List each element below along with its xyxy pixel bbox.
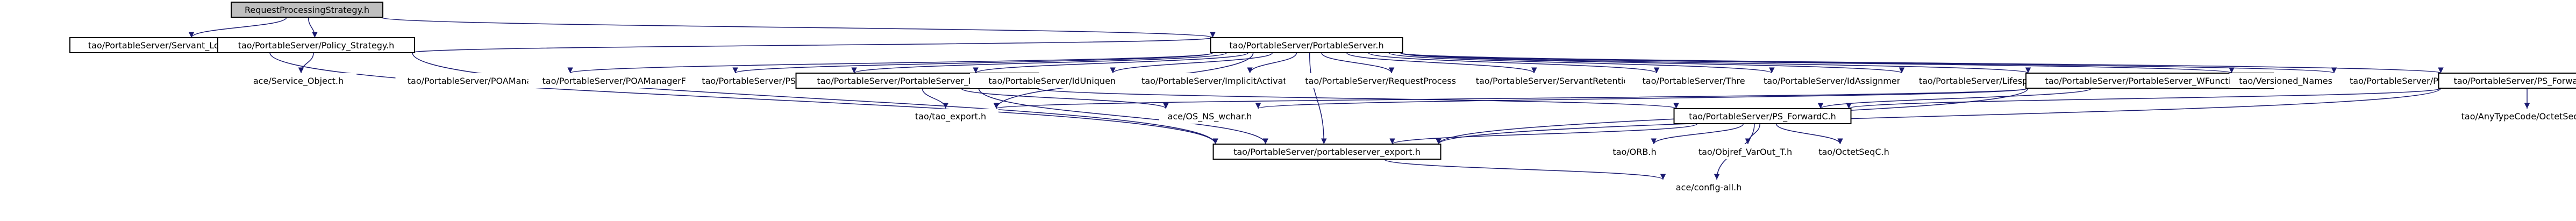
node-box (2451, 109, 2576, 124)
edge-portableserver-to-poamanagerc (567, 52, 1214, 74)
node-config-all[interactable]: ace/config-all.h (1661, 180, 1757, 195)
node-orb[interactable]: tao/ORB.h (1604, 144, 1665, 159)
edge-policy-strategy-to-portableserver-export (412, 52, 1218, 145)
node-label: ace/config-all.h (1676, 182, 1742, 193)
node-label: ace/OS_NS_wchar.h (1168, 111, 1252, 122)
node-box (231, 2, 383, 18)
edge-policy-strategy-to-portableserver (412, 37, 1215, 53)
node-ps-forwarda[interactable]: tao/PortableServer/PS_ForwardA.h (2438, 73, 2576, 89)
node-label: tao/PortableServer/portableserver_export… (1233, 147, 1421, 158)
edge-portableserver-to-requestprocessing (1321, 52, 1395, 74)
node-label: tao/ORB.h (1612, 147, 1656, 157)
edge-portableserver-to-poamanagerfactoryc (732, 52, 1214, 74)
edge-portableserver-to-versioned-namespace (1400, 52, 2234, 74)
node-anytypecode[interactable]: tao/AnyTypeCode/OctetSeqA.h (2451, 109, 2576, 124)
node-label: tao/tao_export.h (915, 111, 986, 122)
edge-portableserver-to-ps-currentc (851, 52, 1228, 74)
edge-portableserver-to-servantretention (1346, 52, 1537, 74)
edge-ps-forwardc-to-orb (1651, 123, 1744, 145)
node-service-object[interactable]: ace/Service_Object.h (240, 73, 356, 88)
node-label: tao/PortableServer/PS_ForwardC.h (1689, 111, 1836, 122)
node-label: tao/PortableServer/POAManagerFactoryC.h (543, 76, 727, 86)
edge-ps-forwarda-to-ps-forwardc (1846, 88, 2442, 109)
node-octetseqc[interactable]: tao/OctetSeqC.h (1808, 144, 1900, 159)
edge-ps-forwardc-to-octetseqc (1775, 123, 1843, 145)
node-layer: RequestProcessingStrategy.h tao/PortableS… (69, 2, 2576, 195)
node-label: tao/PortableServer/PortableServer_WFunct… (2045, 76, 2254, 87)
node-label: tao/PortableServer/POAManagerC.h (408, 76, 561, 86)
node-label: tao/AnyTypeCode/OctetSeqA.h (2461, 111, 2576, 122)
edge-portableserver-to-implicitactivation (1247, 52, 1297, 74)
edge-portableserver-export-to-config-all (1383, 159, 1666, 180)
node-label: tao/PortableServer/IdAssignmentPolicyA.h (1764, 76, 1944, 86)
edge-portableserver-to-portableserverc (1400, 52, 2337, 74)
edge-portableserver-to-lifespan (1400, 52, 1904, 74)
node-label: tao/PortableServer/ServantRetentionPolic… (1476, 76, 1673, 86)
node-label: tao/Versioned_Namespace.h (2239, 76, 2361, 87)
edge-portableserver-functions-to-ace-os-ns-wchar (960, 88, 1169, 109)
node-box (1212, 144, 1442, 160)
node-tao-taoexport-main[interactable]: tao/tao_export.h (903, 109, 998, 124)
node-box (240, 73, 356, 88)
node-box (903, 109, 998, 124)
node-box (2438, 73, 2576, 89)
edge-root-to-servant-location (188, 17, 287, 38)
edge-portableserver-functions-to-tao-taoexport-main (922, 88, 948, 109)
node-ace-os-ns-wchar[interactable]: ace/OS_NS_wchar.h (1159, 109, 1260, 124)
edge-root-to-portableserver (380, 17, 1215, 38)
node-box (217, 37, 415, 53)
edge-portableserver-functions-to-ps-forwardc (1036, 88, 1679, 109)
edge-ps-forwarda-to-portableserver-export (1436, 88, 2442, 145)
edge-portableserver-to-portableserver-functions (973, 52, 1249, 74)
node-label: tao/PortableServer/Policy_Strategy.h (238, 40, 395, 51)
node-label: tao/PortableServer/PortableServer.h (1229, 40, 1383, 51)
node-label: RequestProcessingStrategy.h (245, 5, 369, 15)
node-label: tao/PortableServer/Servant_Location.h (88, 40, 254, 51)
edge-layer (188, 17, 2530, 180)
edge-portableserver-to-idassignment (1388, 52, 1775, 74)
node-box (1673, 108, 1852, 124)
edge-portableserver-to-portableserver-export (1309, 52, 1327, 145)
edge-wfunctions-to-ps-forwardc (1818, 88, 2092, 109)
node-label: ace/Service_Object.h (253, 76, 344, 87)
edge-portableserver-to-iduniqueness (1110, 52, 1273, 74)
node-label: tao/OctetSeqC.h (1818, 147, 1889, 157)
node-box (1159, 109, 1260, 124)
edge-root-to-policy-strategy (308, 17, 318, 38)
node-label: tao/PortableServer/PortableServer_Functi… (817, 76, 1017, 87)
node-box (1604, 144, 1665, 159)
node-root[interactable]: RequestProcessingStrategy.h (231, 2, 383, 18)
edge-wfunctions-to-tao-taoexport-main (994, 88, 2029, 109)
node-ps-forwardc[interactable]: tao/PortableServer/PS_ForwardC.h (1673, 108, 1852, 124)
edge-portableserver-to-wfunctions (1400, 52, 2031, 74)
edge-policy-strategy-to-service-object (298, 52, 314, 74)
node-portableserver-export[interactable]: tao/PortableServer/portableserver_export… (1212, 144, 1442, 160)
node-label: tao/PortableServer/PS_ForwardA.h (2453, 76, 2576, 87)
node-box (1210, 37, 1403, 53)
node-box (1685, 144, 1806, 159)
edge-wfunctions-to-ace-os-ns-wchar (1255, 88, 2029, 109)
edge-ps-forwardc-to-portableserver-export (1389, 123, 1698, 145)
node-box (1808, 144, 1900, 159)
node-policy-strategy[interactable]: tao/PortableServer/Policy_Strategy.h (217, 37, 415, 53)
edge-servant-location-to-portableserver-export (269, 52, 1218, 145)
edge-ps-forwardc-to-objref-varout (1745, 123, 1760, 145)
node-portableserver[interactable]: tao/PortableServer/PortableServer.h (1210, 37, 1403, 53)
node-label: tao/Objref_VarOut_T.h (1699, 147, 1792, 158)
node-objref-varout[interactable]: tao/Objref_VarOut_T.h (1685, 144, 1806, 159)
node-box (1661, 180, 1757, 195)
edge-portableserver-functions-to-portableserver-export (978, 88, 1268, 145)
edge-portableserver-to-threadpolicy (1368, 52, 1660, 74)
edge-portableserver-to-ps-forwarda (1400, 52, 2443, 74)
